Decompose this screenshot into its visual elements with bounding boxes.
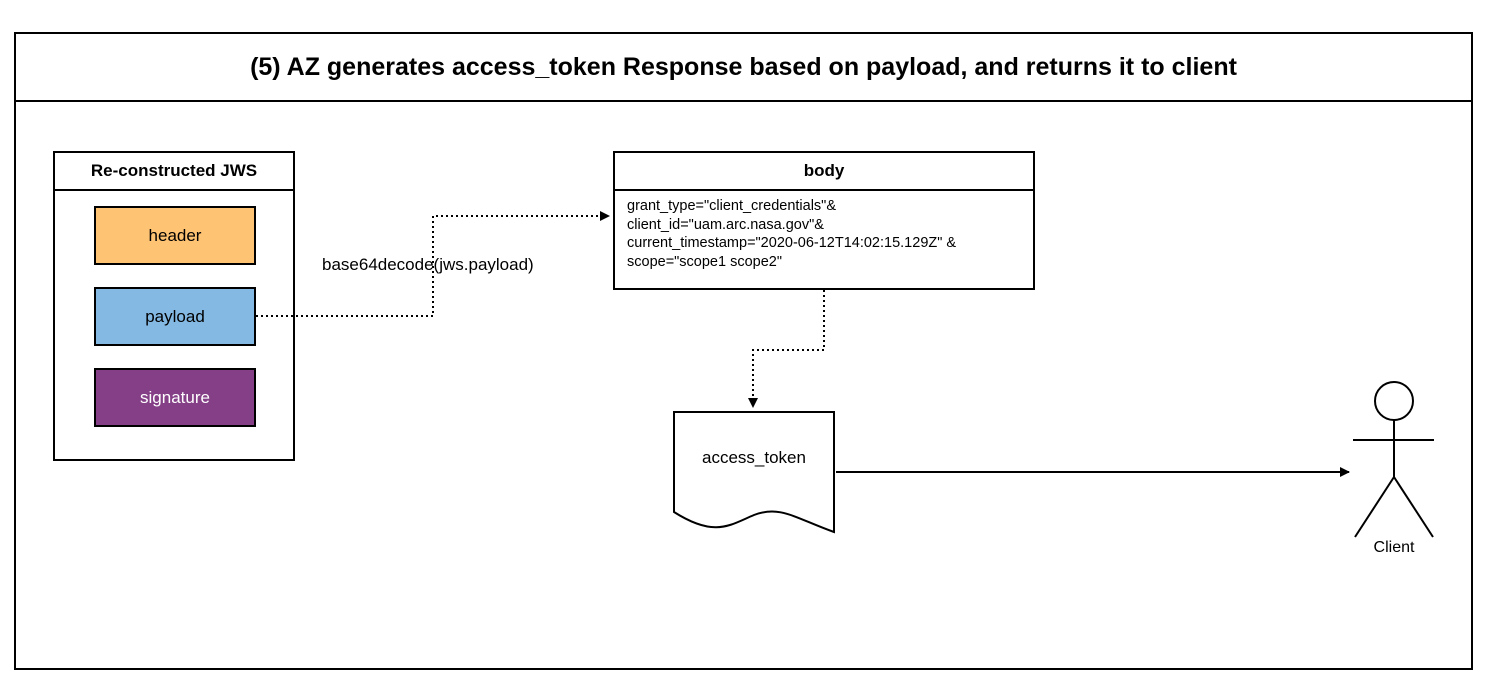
jws-header-part: header	[94, 206, 256, 265]
body-line-timestamp: current_timestamp="2020-06-12T14:02:15.1…	[627, 235, 957, 251]
diagram-title: (5) AZ generates access_token Response b…	[16, 34, 1471, 102]
diagram-frame: (5) AZ generates access_token Response b…	[14, 32, 1473, 670]
access-token-label: access_token	[702, 448, 806, 467]
payload-to-body-arrow	[256, 211, 610, 317]
body-content: grant_type="client_credentials"& client_…	[615, 191, 1033, 277]
jws-signature-part: signature	[94, 368, 256, 427]
body-line-grant-type: grant_type="client_credentials"&	[627, 198, 836, 214]
body-title: body	[615, 153, 1033, 191]
body-box: body grant_type="client_credentials"& cl…	[613, 151, 1035, 290]
client-label: Client	[1373, 539, 1415, 556]
jws-container: Re-constructed JWS header payload signat…	[53, 151, 295, 461]
body-to-token-arrow	[748, 290, 825, 408]
body-line-client-id: client_id="uam.arc.nasa.gov"&	[627, 216, 824, 233]
edge-label: base64decode(jws.payload)	[322, 255, 534, 274]
jws-payload-part: payload	[94, 287, 256, 346]
body-line-scope: scope="scope1 scope2"	[627, 253, 782, 270]
access-token-document	[673, 411, 835, 534]
jws-title: Re-constructed JWS	[55, 153, 293, 191]
actor-icon	[1353, 381, 1434, 538]
